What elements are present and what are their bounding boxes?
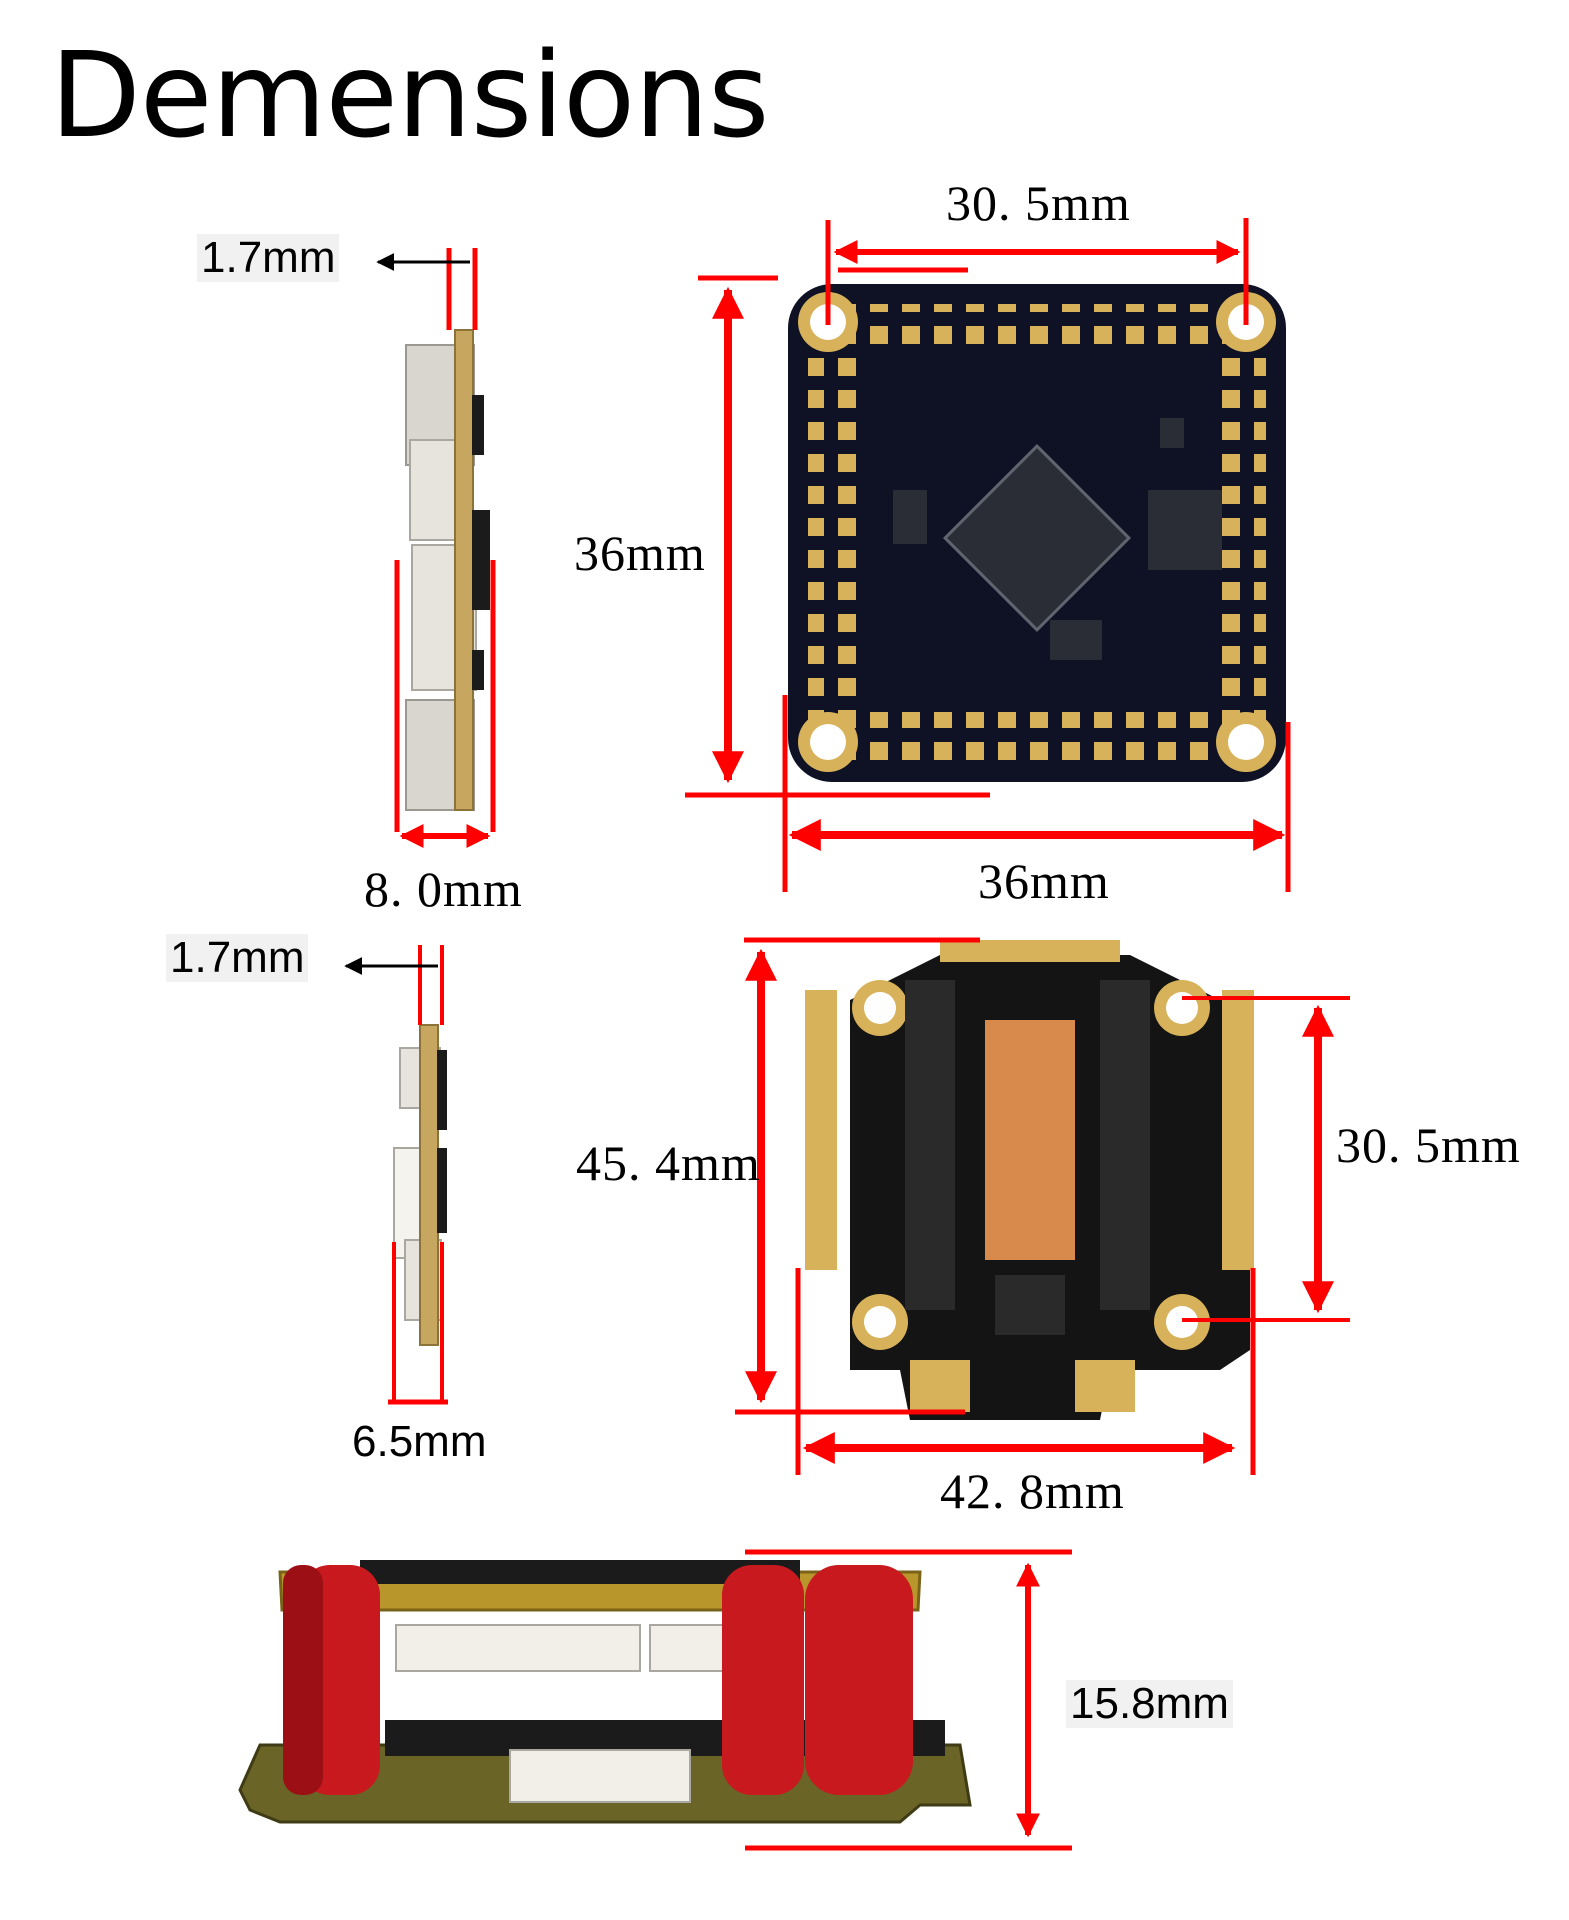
fc-top-board bbox=[788, 284, 1286, 782]
fc-side-view bbox=[405, 329, 490, 811]
esc-height-label: 45. 4mm bbox=[576, 1135, 761, 1191]
fc-mount-spacing-label: 30. 5mm bbox=[946, 175, 1131, 231]
stack-side-view bbox=[238, 1560, 972, 1824]
esc-width-label: 42. 8mm bbox=[940, 1463, 1125, 1519]
esc-side-width-label: 6.5mm bbox=[352, 1417, 487, 1466]
fc-width-label: 36mm bbox=[978, 853, 1110, 909]
esc-side-view bbox=[393, 1024, 447, 1346]
fc-side-width-label: 8. 0mm bbox=[364, 861, 523, 917]
esc-top-board bbox=[805, 940, 1254, 1420]
esc-thickness-label: 1.7mm bbox=[166, 934, 309, 982]
stack-height-label: 15.8mm bbox=[1066, 1680, 1233, 1728]
fc-height-label: 36mm bbox=[574, 525, 706, 581]
esc-mount-spacing-label: 30. 5mm bbox=[1336, 1117, 1521, 1173]
fc-thickness-label: 1.7mm bbox=[197, 234, 340, 282]
page-title: Demensions bbox=[50, 26, 770, 164]
